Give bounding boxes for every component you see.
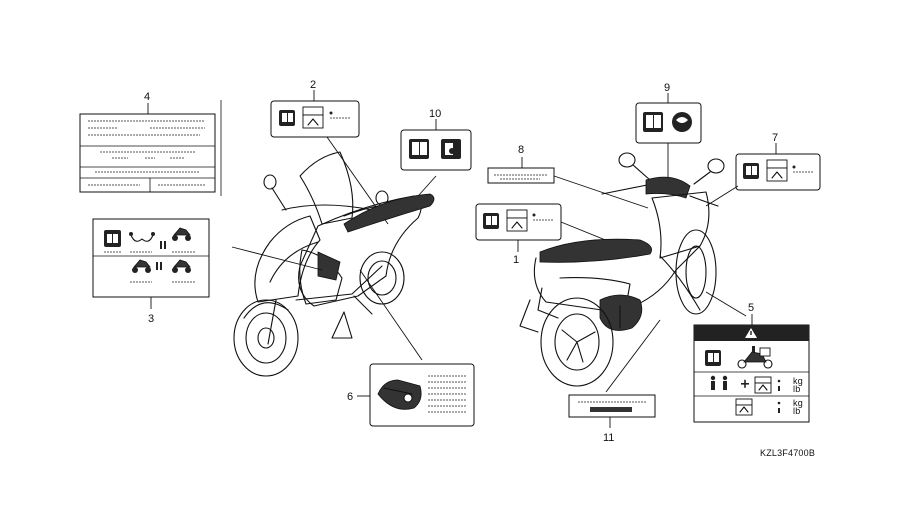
- label-8[interactable]: [487, 167, 555, 184]
- label-7[interactable]: [735, 153, 821, 191]
- tool-kit-icon: [377, 379, 422, 410]
- book-icon: [409, 139, 429, 159]
- scooter-icon: [172, 259, 191, 273]
- label-9[interactable]: [635, 102, 702, 144]
- person-icon: [160, 241, 166, 249]
- warning-triangle-icon: [745, 328, 757, 338]
- brake-icon: [672, 112, 692, 132]
- leader-8b: [553, 175, 649, 209]
- book-icon: [705, 350, 721, 366]
- book-icon: [279, 110, 295, 126]
- label-1[interactable]: [475, 203, 562, 241]
- callout-2: 2: [310, 79, 316, 91]
- label-3[interactable]: [92, 218, 210, 298]
- person-icon: [156, 262, 162, 270]
- callout-3: 3: [148, 313, 154, 325]
- callout-11: 11: [603, 432, 614, 444]
- callout-10: 10: [429, 108, 441, 120]
- label-6[interactable]: [369, 363, 475, 427]
- callout-7: 7: [772, 132, 778, 144]
- unit-kg-2: kg: [793, 398, 803, 408]
- handlebar-icon: [129, 232, 155, 242]
- callout-8: 8: [518, 144, 524, 156]
- toolbox-icon: [754, 376, 772, 394]
- scooter-right: [519, 152, 725, 387]
- scooter-icon: [132, 259, 151, 273]
- scooter-icon: [737, 346, 773, 369]
- label-5[interactable]: kg lb kg lb: [693, 324, 810, 423]
- callout-6: 6: [347, 391, 353, 403]
- callout-1: 1: [513, 254, 519, 266]
- fuel-pump-icon: [441, 139, 461, 159]
- person-icon: [710, 375, 728, 390]
- leader-3b: [231, 246, 323, 271]
- callout-9: 9: [664, 82, 670, 94]
- toolbox-icon: [766, 159, 788, 182]
- toolbox-icon: [735, 398, 753, 416]
- label-4[interactable]: [79, 100, 222, 196]
- unit-kg: kg: [793, 376, 803, 386]
- toolbox-icon: [302, 106, 324, 129]
- book-icon: [104, 230, 121, 247]
- label-2[interactable]: [270, 100, 360, 138]
- leader-5b: [705, 291, 747, 317]
- callout-5: 5: [748, 302, 754, 314]
- unit-lb-2: lb: [793, 406, 800, 416]
- unit-lb: lb: [793, 384, 800, 394]
- toolbox-icon: [506, 209, 528, 232]
- leader-7b: [705, 185, 739, 207]
- scooter-left: [233, 151, 435, 377]
- leader-11b: [605, 319, 661, 393]
- book-icon: [643, 112, 663, 132]
- leader-6b: [359, 269, 423, 361]
- book-icon: [743, 163, 759, 179]
- book-icon: [483, 213, 499, 229]
- plus-icon: [741, 379, 749, 388]
- label-11[interactable]: [568, 394, 656, 418]
- scooter-icon: [172, 227, 191, 241]
- label-10[interactable]: [400, 129, 472, 171]
- part-code: KZL3F4700B: [760, 448, 815, 458]
- callout-4: 4: [144, 91, 150, 103]
